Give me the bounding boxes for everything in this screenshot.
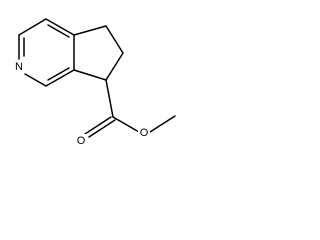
- bond-carbonyl-double-a: [84, 116, 112, 135]
- carbonyl-oxygen-label: O: [77, 135, 86, 147]
- bond-cp-lower-right: [105, 52, 124, 81]
- bond-ring-n-to-c: [24, 73, 47, 87]
- bond-cp-upper: [73, 25, 107, 36]
- bond-carbonyl-double-b: [88, 119, 116, 138]
- bond-ring-bottom-right-inner: [47, 67, 70, 81]
- bond-cp-right: [105, 25, 124, 54]
- ester-oxygen-label: O: [140, 127, 149, 139]
- nitrogen-label: N: [15, 61, 23, 73]
- atom-carbonyl-oxygen: O: [75, 134, 87, 147]
- bond-carbonyl-to-ester-o: [112, 116, 140, 133]
- bond-ring-top-left: [18, 18, 47, 36]
- cyclopentane-ring: [73, 25, 124, 81]
- chemical-structure: N O O: [13, 18, 176, 147]
- bond-ring-to-carbonyl: [105, 79, 114, 118]
- bond-ring-top-right-inner: [47, 24, 70, 38]
- bond-ring-bottom-right: [45, 69, 75, 87]
- atom-ester-oxygen: O: [138, 126, 150, 139]
- ester-group: [84, 79, 176, 138]
- pyridine-ring: [18, 18, 75, 87]
- bond-ester-o-to-methyl: [149, 115, 176, 133]
- bond-cp-lower: [73, 69, 107, 81]
- atom-nitrogen: N: [13, 60, 25, 73]
- bond-ring-top-right: [45, 18, 75, 36]
